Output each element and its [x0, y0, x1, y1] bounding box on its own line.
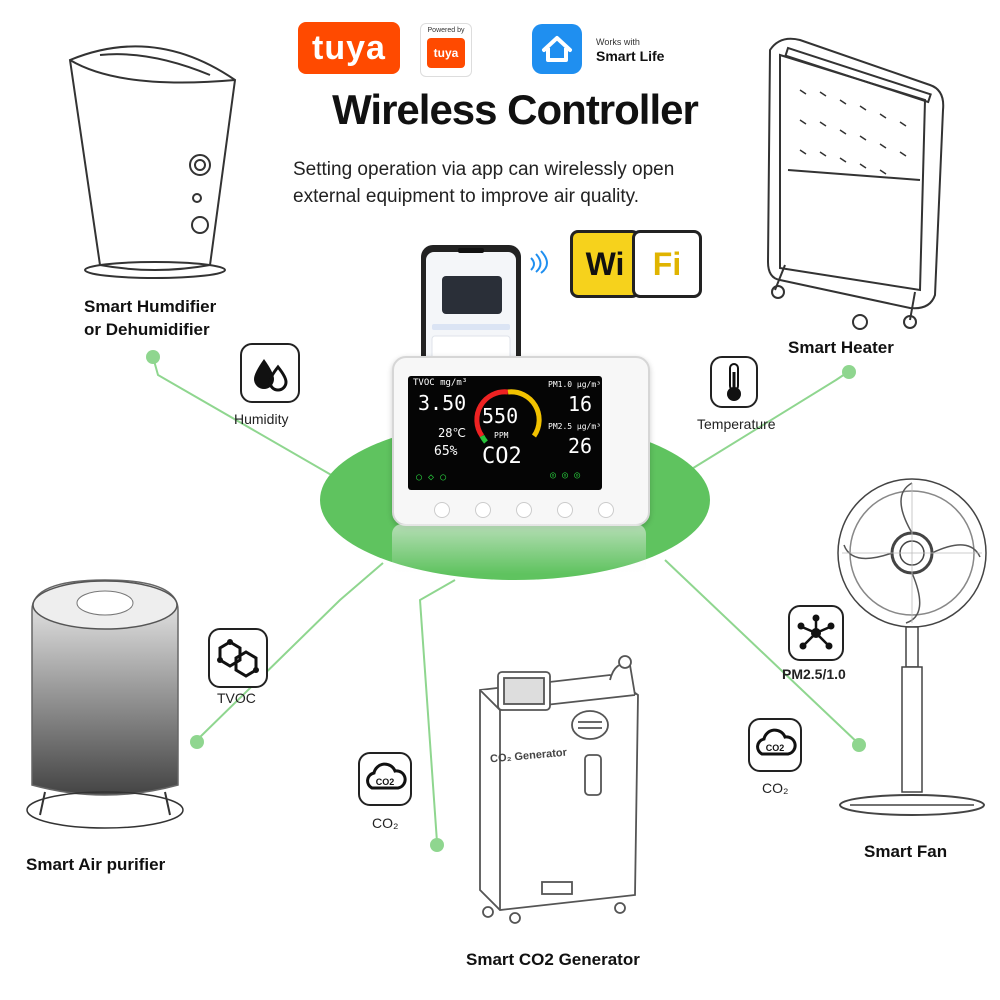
temperature-label: Temperature: [697, 416, 776, 432]
smartphone-illustration: [421, 245, 521, 373]
pm1-value: 16: [568, 392, 593, 416]
pm-label: PM2.5/1.0: [782, 666, 846, 682]
tvoc-label: TVOC mg/m³: [413, 378, 468, 388]
monitor-button-4[interactable]: [557, 502, 573, 518]
pm-particles-icon: [788, 605, 844, 661]
tuya-logo-text: tuya: [312, 28, 386, 67]
thermometer-icon: [710, 356, 758, 408]
co2-cloud-text-right: CO2: [766, 743, 785, 753]
humidifier-label-line-1: Smart Humdifier: [84, 297, 217, 316]
heater-illustration: [766, 37, 945, 330]
tuya-logo: tuya: [298, 22, 400, 74]
status-icons: ◎ ◎ ◎: [550, 470, 581, 481]
monitor-buttons: [434, 502, 614, 518]
air-purifier-illustration: [26, 579, 184, 829]
tvoc-value: 3.50: [418, 391, 467, 415]
monitor-button-2[interactable]: [475, 502, 491, 518]
tvoc-sensor-label: TVOC: [217, 690, 256, 706]
air-monitor-device: TVOC mg/m³ 3.50 28℃ 65% 550 PPM CO2 PM1.…: [392, 356, 650, 526]
works-with-text: Works with: [596, 37, 640, 47]
fan-label: Smart Fan: [864, 842, 948, 861]
co2-left-label: CO₂: [372, 815, 399, 831]
humidifier-label-line-2: or Dehumidifier: [84, 320, 210, 339]
mode-icons: ○ ◇ ○: [416, 472, 447, 483]
powered-brand-text: tuya: [427, 38, 465, 68]
temperature-value: 28℃: [438, 426, 466, 440]
powered-by-text: Powered by: [427, 27, 465, 34]
heater-connector-dot: [842, 365, 856, 379]
subtitle-line-2: external equipment to improve air qualit…: [293, 186, 640, 207]
co2-value: 550: [482, 404, 519, 428]
pm1-label: PM1.0 μg/m³: [548, 380, 601, 389]
wifi-badge-right: Fi: [632, 230, 702, 298]
molecule-hexagon-icon: [208, 628, 268, 688]
pm25-label: PM2.5 μg/m³: [548, 422, 601, 431]
co2-label: CO2: [482, 444, 522, 469]
humidifier-connector-dot: [146, 350, 160, 364]
wifi-badge-left: Wi: [570, 230, 640, 298]
powered-by-tuya-logo: Powered by tuya: [420, 23, 472, 77]
co2-right-label: CO₂: [762, 780, 789, 796]
wifi-badge: Wi Fi: [570, 230, 702, 298]
monitor-button-1[interactable]: [434, 502, 450, 518]
wifi-signal-icon: [530, 250, 548, 274]
co2-cloud-icon-right: CO2: [748, 718, 802, 772]
purifier-label: Smart Air purifier: [26, 855, 166, 874]
humidity-value: 65%: [434, 444, 458, 459]
pm25-value: 26: [568, 434, 593, 458]
page-title: Wireless Controller: [332, 86, 699, 133]
co2-generator-illustration: [479, 655, 639, 924]
monitor-button-3[interactable]: [516, 502, 532, 518]
co2-gauge: [474, 389, 542, 444]
monitor-screen: TVOC mg/m³ 3.50 28℃ 65% 550 PPM CO2 PM1.…: [408, 376, 602, 490]
monitor-reflection: [392, 524, 646, 574]
heater-label: Smart Heater: [788, 338, 894, 357]
humidifier-illustration: [68, 45, 237, 279]
fan-illustration: [837, 478, 987, 816]
co2-unit: PPM: [494, 431, 509, 440]
humidity-icon: [240, 343, 300, 403]
co2-cloud-text-left: CO2: [376, 777, 395, 787]
generator-connector-dot: [430, 838, 444, 852]
co2-cloud-icon-left: CO2: [358, 752, 412, 806]
fan-connector-dot: [852, 738, 866, 752]
subtitle: Setting operation via app can wirelessly…: [293, 156, 763, 210]
smart-life-home-icon: [532, 24, 582, 74]
co2-generator-label: Smart CO2 Generator: [466, 950, 640, 969]
monitor-button-5[interactable]: [598, 502, 614, 518]
humidity-label: Humidity: [234, 411, 289, 427]
purifier-connector-dot: [190, 735, 204, 749]
smart-life-text: Smart Life: [596, 48, 665, 64]
subtitle-line-1: Setting operation via app can wirelessly…: [293, 159, 675, 180]
